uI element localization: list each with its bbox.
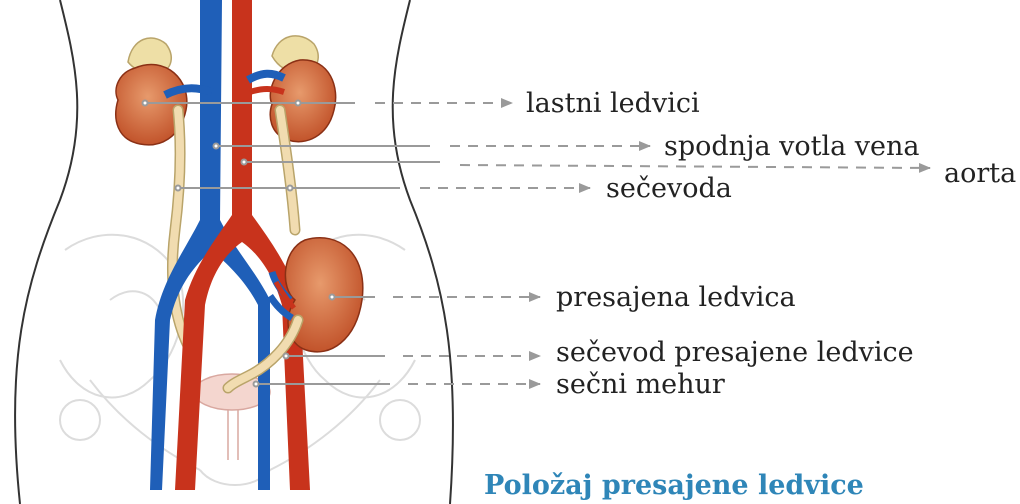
left-renal-vessels [165, 88, 212, 95]
leader-vena-cava [214, 144, 651, 149]
label-own-kidneys: lastni ledvici [526, 88, 700, 119]
label-aorta: aorta [944, 158, 1016, 189]
label-vena-cava: spodnja votla vena [664, 131, 920, 162]
label-ureter: sečevoda [606, 173, 732, 204]
figure-caption: Položaj presajene ledvice [484, 470, 864, 501]
urethra [228, 410, 238, 460]
leader-transplant-ureter [284, 354, 541, 359]
label-transplant-kidney: presajena ledvica [556, 282, 796, 313]
right-renal-artery [250, 89, 284, 92]
right-renal-vessels [248, 74, 284, 80]
label-transplant-ureter: sečevod presajene ledvice [556, 337, 914, 368]
label-bladder: sečni mehur [556, 369, 725, 400]
